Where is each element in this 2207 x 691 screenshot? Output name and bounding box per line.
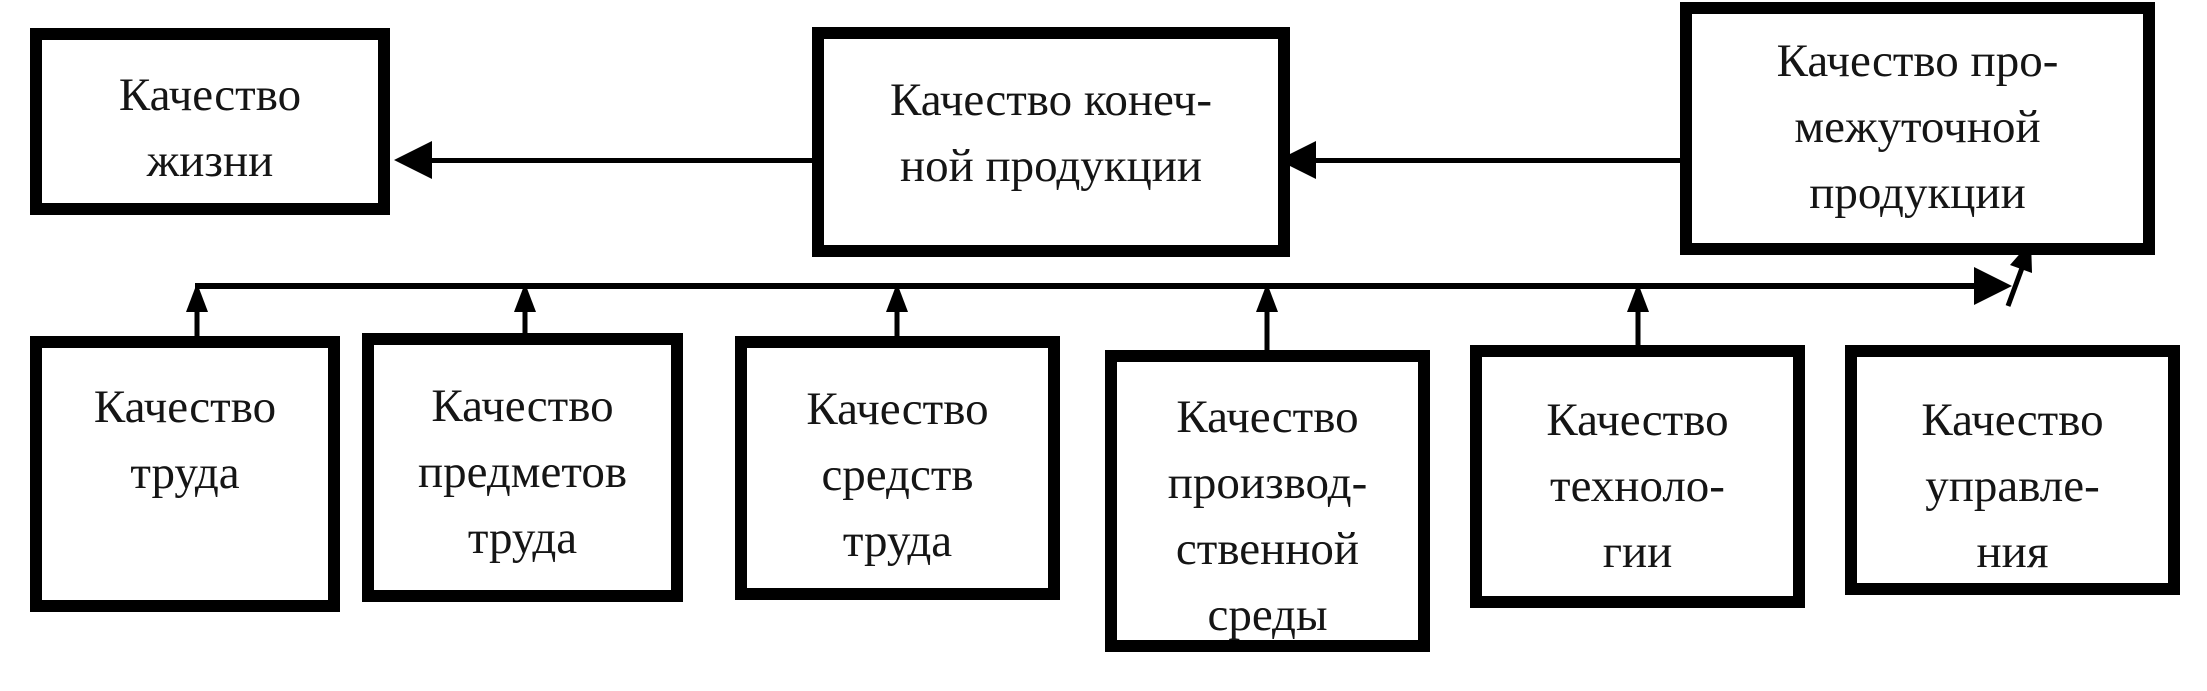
box-quality-of-objects-of-labor: Качество предметов труда <box>362 333 683 602</box>
box-label-line: Качество про- <box>1776 35 2059 87</box>
box-label-line: Качество <box>118 69 302 121</box>
arrow-final-to-life <box>394 141 816 179</box>
box-label-line: продукции <box>1809 167 2026 219</box>
box-label-line: ственной <box>1175 523 1360 575</box>
up-arrow-objects-of-labor <box>514 283 536 333</box>
box-label-line: Качество <box>1176 391 1359 443</box>
box-label-line: гии <box>1602 526 1673 578</box>
box-quality-of-labor: Качество труда <box>30 336 340 612</box>
up-arrow-means-of-labor <box>886 283 908 336</box>
box-label-line: предметов <box>417 446 628 498</box>
arrow-intermediate-to-final <box>1278 141 1684 179</box>
collector-arrow-right <box>1974 267 2012 305</box>
box-label-line: Качество <box>1546 394 1729 446</box>
up-arrow-production-environment <box>1256 283 1278 350</box>
box-label-line: управле- <box>1925 460 2100 512</box>
box-label-line: межуточной <box>1794 101 2041 153</box>
box-quality-of-management: Качество управле- ния <box>1845 345 2180 595</box>
box-quality-of-life: Качество жизни <box>30 28 390 215</box>
box-label-line: среды <box>1207 589 1328 641</box>
box-label-line: труда <box>467 512 578 564</box>
box-label-line: производ- <box>1167 457 1368 509</box>
box-label-line: ной продукции <box>899 140 1203 192</box>
box-label-line: труда <box>130 447 240 499</box>
box-quality-of-means-of-labor: Качество средств труда <box>735 336 1060 600</box>
up-arrow-technology <box>1627 283 1649 345</box>
box-label-line: Качество <box>93 381 277 433</box>
up-arrow-labor <box>186 283 208 336</box>
box-label-line: труда <box>842 515 953 567</box>
box-quality-of-technology: Качество техноло- гии <box>1470 345 1805 608</box>
box-label-line: жизни <box>146 135 274 187</box>
collector-line <box>195 267 2012 305</box>
box-label-line: Качество конеч- <box>890 74 1212 126</box>
box-label-line: Качество <box>1921 394 2104 446</box>
box-label-line: Качество <box>431 380 614 432</box>
box-quality-of-intermediate-products: Качество про- межуточной продукции <box>1680 2 2155 255</box>
box-quality-of-final-products: Качество конеч- ной продукции <box>812 27 1290 257</box>
box-label-line: средств <box>821 449 974 501</box>
box-label-line: техноло- <box>1550 460 1725 512</box>
box-label-line: ния <box>1976 526 2049 578</box>
box-label-line: Качество <box>806 383 989 435</box>
box-quality-of-production-environment: Качество производ- ственной среды <box>1105 350 1430 652</box>
